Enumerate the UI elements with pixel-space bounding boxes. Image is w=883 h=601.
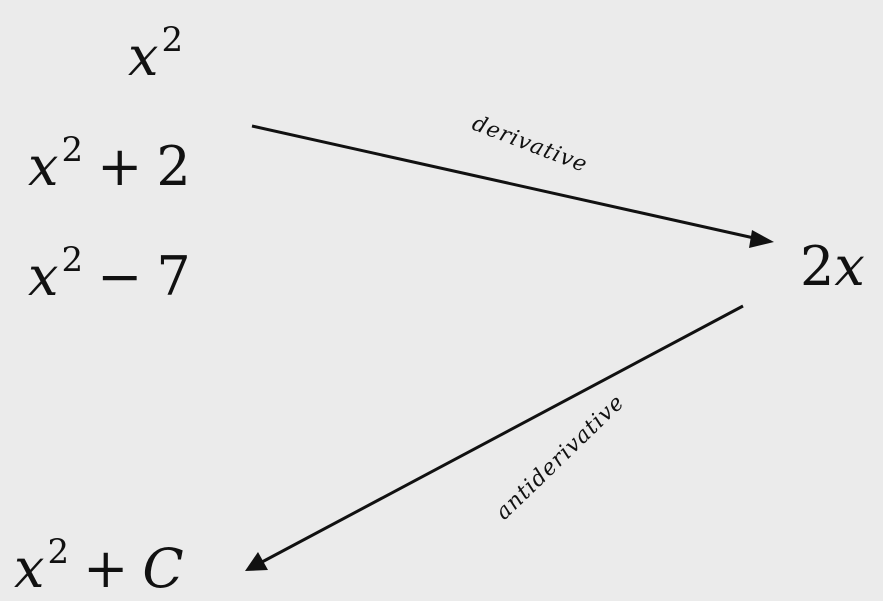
exponent: 2 <box>161 20 184 60</box>
function-x-squared-plus-2: x2+2 <box>28 133 191 194</box>
antiderivative-arrowhead <box>245 552 268 571</box>
operator: + <box>83 537 129 600</box>
derivative-result: 2x <box>800 240 865 294</box>
variable: x <box>128 25 159 88</box>
operator: − <box>97 245 143 308</box>
derivative-arrow <box>251 124 755 240</box>
exponent: 2 <box>61 240 84 280</box>
exponent: 2 <box>47 532 70 572</box>
constant: C <box>142 537 184 600</box>
variable: x <box>14 537 45 600</box>
derivative-arrowhead <box>749 230 774 248</box>
coefficient: 2 <box>800 235 835 298</box>
variable: x <box>834 235 865 298</box>
constant: 2 <box>156 135 191 198</box>
operator: + <box>97 135 143 198</box>
exponent: 2 <box>61 130 84 170</box>
function-x-squared-minus-7: x2−7 <box>28 243 191 304</box>
variable: x <box>28 135 59 198</box>
constant: 7 <box>156 245 191 308</box>
variable: x <box>28 245 59 308</box>
function-x-squared: x2 <box>128 23 183 84</box>
general-antiderivative: x2+C <box>14 535 184 596</box>
antiderivative-arrow <box>261 304 744 564</box>
